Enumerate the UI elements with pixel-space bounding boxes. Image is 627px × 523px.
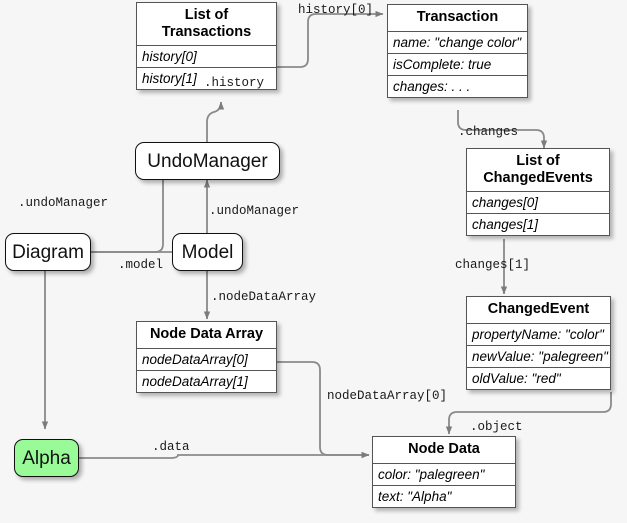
table-row[interactable]: text: "Alpha"	[378, 488, 452, 504]
link-label-undomanager-diagram: .undoManager	[18, 196, 109, 210]
node-label: Alpha	[22, 447, 71, 469]
table-row[interactable]: propertyName: "color"	[467, 324, 610, 346]
node-list-of-changed-events[interactable]: List of ChangedEvents changes[0] changes…	[466, 148, 610, 237]
link-label-model: .model	[118, 258, 164, 272]
node-undo-manager[interactable]: UndoManager	[135, 142, 280, 180]
link-history0	[277, 10, 384, 68]
node-label: Diagram	[12, 241, 84, 263]
table-row[interactable]: newValue: "palegreen"	[467, 346, 610, 368]
link-label-data: .data	[152, 440, 190, 454]
table-row[interactable]: nodeDataArray[1]	[142, 373, 248, 389]
table-row[interactable]: oldValue: "red"	[472, 370, 561, 386]
node-node-data[interactable]: Node Data color: "palegreen" text: "Alph…	[372, 436, 516, 508]
link-history	[206, 101, 225, 142]
title-line-2: Transactions	[161, 23, 252, 40]
table-row[interactable]: changes[1]	[472, 217, 539, 233]
node-alpha[interactable]: Alpha	[14, 439, 79, 477]
node-title: Node Data Array	[137, 322, 276, 349]
node-diagram[interactable]: Diagram	[5, 233, 91, 271]
node-title: List of Transactions	[137, 3, 276, 47]
link-label-changes1: changes[1]	[455, 258, 531, 272]
link-label-object: .object	[470, 420, 523, 434]
link-label-changes: .changes	[458, 125, 519, 139]
link-nodedataarray0	[277, 361, 370, 459]
table-row[interactable]: nodeDataArray[0]	[137, 349, 276, 371]
table-row[interactable]: changes: . . .	[393, 78, 471, 94]
node-label: UndoManager	[147, 150, 268, 172]
node-title: Transaction	[388, 5, 527, 32]
node-node-data-array[interactable]: Node Data Array nodeDataArray[0] nodeDat…	[136, 321, 277, 393]
node-title: Node Data	[373, 437, 515, 464]
table-row[interactable]: color: "palegreen"	[373, 464, 515, 486]
link-label-history: .history	[204, 76, 265, 90]
node-model[interactable]: Model	[172, 233, 243, 271]
node-changed-event[interactable]: ChangedEvent propertyName: "color" newVa…	[466, 296, 611, 390]
node-title: ChangedEvent	[467, 297, 610, 324]
link-label-nodedataarray: .nodeDataArray	[211, 290, 317, 304]
title-line-1: List of	[184, 7, 229, 23]
link-label-undomanager-model: .undoManager	[209, 204, 300, 218]
link-label-nodedataarray0: nodeDataArray[0]	[327, 389, 448, 403]
table-row[interactable]: changes[0]	[467, 192, 609, 215]
node-title: List of ChangedEvents	[467, 149, 609, 193]
link-label-history0: history[0]	[298, 3, 374, 17]
table-row[interactable]: name: "change color"	[388, 32, 527, 54]
table-row[interactable]: isComplete: true	[388, 54, 527, 76]
node-label: Model	[181, 241, 234, 263]
link-data	[79, 451, 370, 459]
table-row[interactable]: history[0]	[137, 46, 276, 69]
title-line-1: List of	[516, 153, 560, 169]
table-row[interactable]: history[1]	[142, 71, 197, 87]
node-list-of-transactions[interactable]: List of Transactions history[0] history[…	[136, 2, 277, 91]
title-line-2: ChangedEvents	[483, 169, 593, 186]
node-transaction[interactable]: Transaction name: "change color" isCompl…	[387, 4, 528, 98]
